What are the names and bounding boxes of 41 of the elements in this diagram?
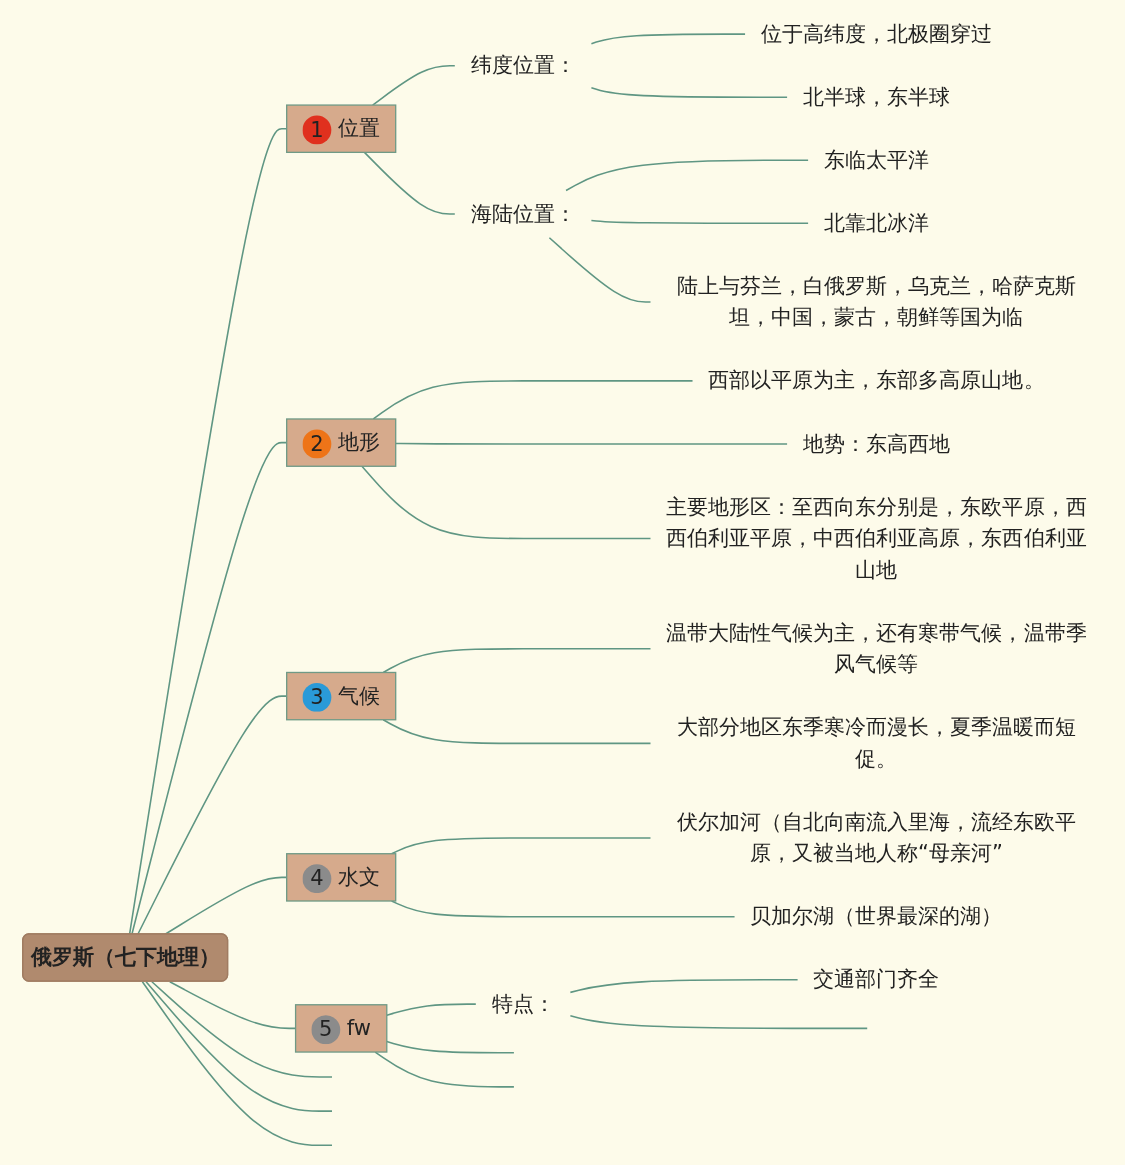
connector (390, 837, 652, 855)
connector (372, 380, 694, 420)
node-text: 西部以平原为主，东部多高原山地。 (708, 367, 1045, 393)
connector (590, 219, 809, 225)
node-box: 1 位置 (286, 104, 397, 153)
connector (151, 981, 333, 1078)
node-text: 海陆位置： (470, 200, 576, 226)
node-text: 贝加尔湖（世界最深的湖） (750, 903, 1003, 929)
node-box: 4 水文 (286, 853, 397, 902)
connector (569, 979, 799, 994)
connector (371, 64, 456, 106)
node-text: 纬度位置： (470, 52, 576, 78)
node-text: 北半球，东半球 (802, 84, 950, 110)
node-text: 主要地形区：至西向东分别是，东欧平原，西西伯利亚平原，中西伯利亚高原，东西伯利亚山地 (666, 493, 1087, 582)
connector (145, 981, 333, 1112)
connector (569, 1015, 868, 1030)
node-text: 交通部门齐全 (813, 966, 940, 992)
connector (565, 159, 809, 192)
node-text: 北靠北冰洋 (823, 210, 929, 236)
connector (382, 718, 652, 745)
node-box: 3 气候 (286, 671, 397, 721)
node-text: 位于高纬度，北极圈穿过 (760, 21, 992, 46)
connector (590, 33, 746, 45)
node-text: 陆上与芬兰，白俄罗斯，乌克兰，哈萨克斯坦，中国，蒙古，朝鲜等国为临 (676, 273, 1077, 330)
connector (386, 1040, 515, 1054)
node-text: 特点： (491, 990, 555, 1016)
connector (382, 648, 652, 674)
node-box: 5 fw (294, 1004, 388, 1053)
connector (363, 151, 456, 215)
node-text: 大部分地区东季寒冷而漫长，夏季温暖而短促。 (676, 714, 1077, 771)
connector (548, 236, 652, 303)
connector (141, 981, 333, 1147)
connector (386, 1003, 477, 1016)
connector (361, 465, 652, 540)
connector (374, 1051, 515, 1088)
connector (590, 86, 788, 98)
node-text: 东临太平洋 (823, 147, 929, 173)
node-text: 地势：东高西地 (802, 430, 950, 456)
node-box: 2 地形 (286, 418, 397, 467)
node-text: 伏尔加河（自北向南流入里海，流经东欧平原，又被当地人称“母亲河” (676, 809, 1077, 866)
node-text: 温带大陆性气候为主，还有寒带气候，温带季风气候等 (666, 619, 1087, 677)
